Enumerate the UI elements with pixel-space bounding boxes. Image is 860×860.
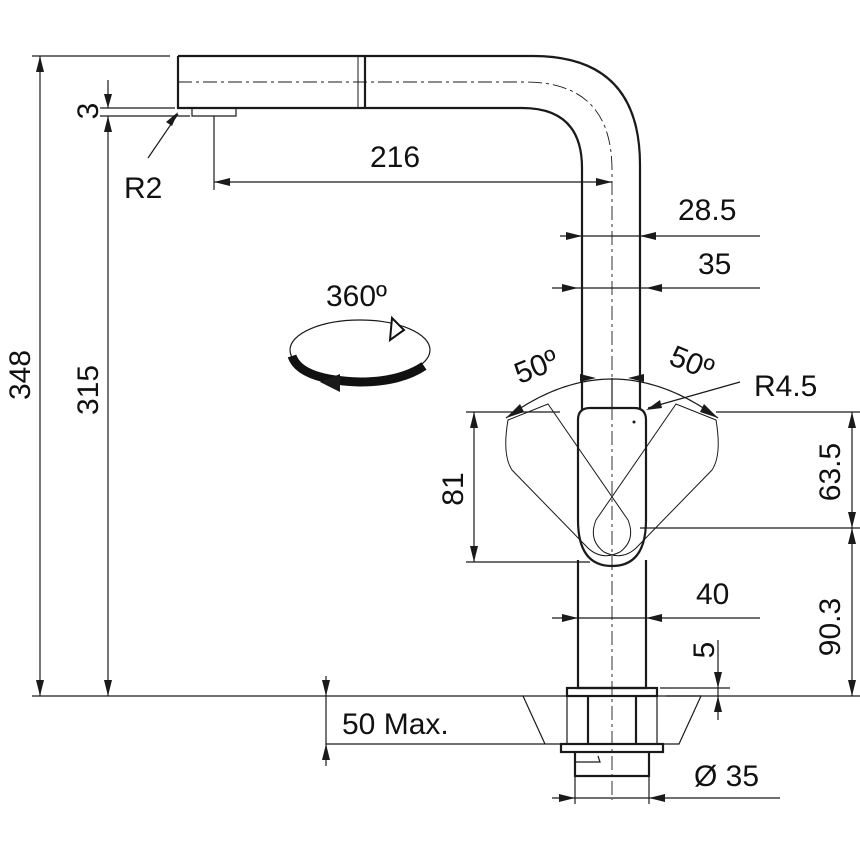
arrow-50max-bottom bbox=[322, 744, 330, 760]
nozzle bbox=[191, 108, 237, 117]
arrow-r4-5 bbox=[646, 400, 662, 410]
fixing-plate bbox=[559, 742, 665, 754]
label-81: 81 bbox=[437, 472, 470, 505]
arrow-63-5-bottom bbox=[848, 512, 856, 528]
lever-ghost-left bbox=[505, 403, 632, 557]
arrow-90-3-bottom bbox=[848, 680, 856, 696]
lever-dot bbox=[632, 420, 636, 424]
label-315: 315 bbox=[72, 365, 105, 415]
arrow-315-bottom bbox=[104, 680, 112, 696]
shank bbox=[586, 696, 638, 744]
lever-handle bbox=[576, 406, 648, 568]
rotation-360-icon bbox=[287, 315, 431, 392]
tail-pipe bbox=[573, 752, 651, 778]
label-90-3: 90.3 bbox=[814, 598, 847, 656]
leader-r4-5 bbox=[647, 381, 741, 409]
spout-bottom-edge bbox=[176, 56, 584, 410]
label-28-5: 28.5 bbox=[678, 194, 736, 227]
arrow-5-bottom bbox=[714, 696, 722, 712]
arrow-216-right bbox=[596, 178, 612, 186]
label-3: 3 bbox=[72, 103, 105, 120]
spout-top-edge bbox=[178, 54, 642, 410]
arrow-40-right bbox=[646, 614, 662, 622]
arrow-angle-mid-left bbox=[580, 374, 596, 382]
arrow-d35-right bbox=[649, 794, 665, 802]
label-r4-5: R4.5 bbox=[754, 370, 817, 403]
arrow-angle-right bbox=[700, 404, 718, 418]
arrow-81-top bbox=[470, 412, 478, 428]
arrow-r2 bbox=[166, 112, 178, 126]
label-348: 348 bbox=[4, 350, 37, 400]
label-50-right: 50º bbox=[665, 340, 719, 387]
label-50-max: 50 Max. bbox=[342, 708, 449, 741]
dimension-labels: 348 315 3 R2 216 28.5 35 360º 50º 50º R4… bbox=[4, 103, 847, 793]
worktop-right bbox=[656, 695, 702, 745]
arrow-315-top bbox=[104, 116, 112, 132]
arrow-90-3-top bbox=[848, 528, 856, 544]
arrow-35-right bbox=[646, 284, 662, 292]
label-diameter-35: Ø 35 bbox=[694, 760, 759, 793]
arrow-d35-left bbox=[559, 794, 575, 802]
arrow-28-5-left bbox=[566, 232, 582, 240]
arrow-216-left bbox=[214, 178, 230, 186]
arrow-348-bottom bbox=[36, 680, 44, 696]
dimension-lines bbox=[32, 55, 860, 804]
tail-connector bbox=[575, 755, 601, 763]
label-63-5: 63.5 bbox=[814, 443, 847, 501]
label-5: 5 bbox=[688, 642, 721, 659]
arrow-40-left bbox=[562, 614, 578, 622]
rotation-arrowhead-light bbox=[388, 315, 406, 343]
arrow-3 bbox=[104, 94, 112, 108]
rotation-arrowhead-dark bbox=[320, 374, 340, 392]
label-216: 216 bbox=[370, 141, 420, 174]
label-35: 35 bbox=[698, 248, 731, 281]
spout-centerline bbox=[178, 81, 613, 800]
arrow-angle-left bbox=[506, 404, 524, 418]
base-flange bbox=[565, 686, 659, 698]
arrow-348-top bbox=[36, 56, 44, 72]
arrow-63-5-top bbox=[848, 412, 856, 428]
arrow-81-bottom bbox=[470, 546, 478, 562]
label-50-left: 50º bbox=[510, 344, 564, 391]
arrow-28-5-right bbox=[640, 232, 656, 240]
worktop-left bbox=[522, 695, 568, 745]
label-r2: R2 bbox=[124, 172, 162, 205]
rotation-arc-dark bbox=[287, 354, 427, 387]
lever-ghost-right bbox=[592, 403, 719, 557]
arrow-35-left bbox=[562, 284, 578, 292]
arrow-50max-top bbox=[322, 680, 330, 696]
label-360: 360º bbox=[326, 280, 387, 313]
label-40: 40 bbox=[696, 578, 729, 611]
arrow-5-top bbox=[714, 672, 722, 688]
arrow-angle-mid-right bbox=[628, 374, 644, 382]
